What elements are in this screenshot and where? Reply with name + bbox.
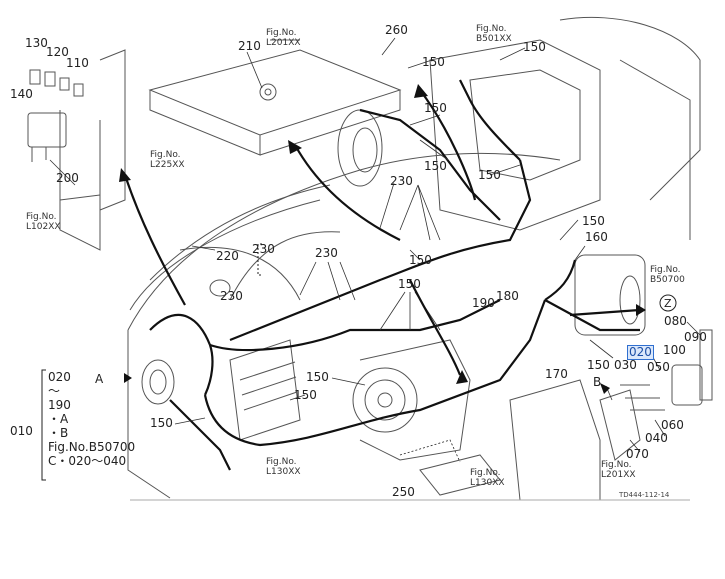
part-label-150[interactable]: 150	[523, 40, 546, 54]
fig-label: Fig.No.	[266, 457, 297, 467]
fig-ref-l201-lower[interactable]: Fig.No. L201XX	[601, 460, 636, 480]
part-label-070[interactable]: 070	[626, 447, 649, 461]
part-label-150[interactable]: 150	[587, 358, 610, 372]
part-label-090[interactable]: 090	[684, 330, 707, 344]
fig-ref-l102[interactable]: Fig.No. L102XX	[26, 212, 61, 232]
part-label-150[interactable]: 150	[398, 277, 421, 291]
legend-block: 020 ～ 190 ・A ・B Fig.No.B50700 C・020～040	[48, 370, 135, 468]
fig-label: Fig.No.	[26, 212, 57, 222]
part-label-150[interactable]: 150	[582, 214, 605, 228]
view-label-a: A	[95, 372, 104, 386]
part-label-150[interactable]: 150	[424, 101, 447, 115]
part-label-120[interactable]: 120	[46, 45, 69, 59]
legend-code: 010	[10, 424, 33, 438]
alternator	[352, 367, 418, 433]
part-label-130[interactable]: 130	[25, 36, 48, 50]
view-label-z: Z	[664, 297, 672, 310]
part-label-260[interactable]: 260	[385, 23, 408, 37]
fig-label: Fig.No.	[266, 28, 297, 38]
harness-cable	[149, 79, 640, 471]
part-label-050[interactable]: 050	[647, 360, 670, 374]
fig-label: Fig.No.	[650, 265, 681, 275]
legend-line: 020	[48, 370, 71, 384]
part-label-030[interactable]: 030	[614, 358, 637, 372]
part-label-150[interactable]: 150	[424, 159, 447, 173]
legend-bracket	[41, 369, 46, 481]
fig-label: Fig.No.	[150, 150, 181, 160]
arrow-to-l102	[123, 174, 186, 306]
view-label-b: B	[593, 375, 602, 389]
legend-line: 190	[48, 398, 71, 412]
part-label-150[interactable]: 150	[294, 388, 317, 402]
part-label-040[interactable]: 040	[645, 431, 668, 445]
fig-ref-l130-right[interactable]: Fig.No. L130XX	[470, 468, 505, 488]
part-label-100[interactable]: 100	[663, 343, 686, 357]
fig-number: L130XX	[470, 478, 505, 488]
part-label-220[interactable]: 220	[216, 249, 239, 263]
engine-block	[429, 39, 601, 231]
part-label-150[interactable]: 150	[409, 253, 432, 267]
part-label-250[interactable]: 250	[392, 485, 415, 499]
fig-number: L130XX	[266, 467, 301, 477]
part-label-110[interactable]: 110	[66, 56, 89, 70]
arrow-to-b501	[419, 89, 477, 201]
component-b50700	[574, 254, 646, 336]
part-label-150[interactable]: 150	[422, 55, 445, 69]
part-label-210[interactable]: 210	[238, 39, 261, 53]
part-label-150[interactable]: 150	[150, 416, 173, 430]
part-label-230[interactable]: 230	[220, 289, 243, 303]
part-label-230[interactable]: 230	[390, 174, 413, 188]
fig-ref-l130-left[interactable]: Fig.No. L130XX	[266, 457, 301, 477]
fig-ref-l225[interactable]: Fig.No. L225XX	[150, 150, 185, 170]
fig-number: L201XX	[601, 470, 636, 480]
fuse-cover	[671, 364, 703, 406]
fig-number: B501XX	[476, 34, 512, 44]
fig-number: B50700	[650, 275, 685, 285]
part-label-060[interactable]: 060	[661, 418, 684, 432]
legend-line: ・B	[48, 426, 69, 440]
fig-number: L225XX	[150, 160, 185, 170]
legend-line: C・020～040	[48, 454, 127, 468]
hood-line	[127, 152, 561, 331]
part-label-230[interactable]: 230	[252, 242, 275, 256]
fig-ref-l201[interactable]: Fig.No. L201XX	[266, 28, 301, 48]
part-label-200[interactable]: 200	[56, 171, 79, 185]
fuse-box-b	[599, 389, 641, 461]
fig-label: Fig.No.	[470, 468, 501, 478]
legend-line: ・A	[48, 412, 69, 426]
part-label-140[interactable]: 140	[10, 87, 33, 101]
part-label-230[interactable]: 230	[315, 246, 338, 260]
part-label-020-highlighted[interactable]: 020	[627, 345, 654, 360]
part-label-080[interactable]: 080	[664, 314, 687, 328]
part-label-150[interactable]: 150	[306, 370, 329, 384]
fig-number: L201XX	[266, 38, 301, 48]
part-label-180[interactable]: 180	[496, 289, 519, 303]
fig-number: L102XX	[26, 222, 61, 232]
part-label-150[interactable]: 150	[478, 168, 501, 182]
fig-ref-b50700[interactable]: Fig.No. B50700	[650, 265, 685, 285]
part-label-160[interactable]: 160	[585, 230, 608, 244]
headlight	[141, 359, 175, 405]
relay-140	[27, 112, 67, 148]
arrow-to-l225	[294, 144, 401, 241]
fig-label: Fig.No.	[476, 24, 507, 34]
fan-shroud	[337, 109, 383, 187]
fig-ref-b501[interactable]: Fig.No. B501XX	[476, 24, 512, 44]
legend-line: ～	[48, 384, 61, 398]
part-label-190[interactable]: 190	[472, 296, 495, 310]
legend-line: Fig.No.B50700	[48, 440, 136, 454]
part-label-170[interactable]: 170	[545, 367, 568, 381]
fig-label: Fig.No.	[601, 460, 632, 470]
view-z-marker	[659, 294, 677, 312]
diagram-code: TD444-112-14	[619, 491, 670, 499]
